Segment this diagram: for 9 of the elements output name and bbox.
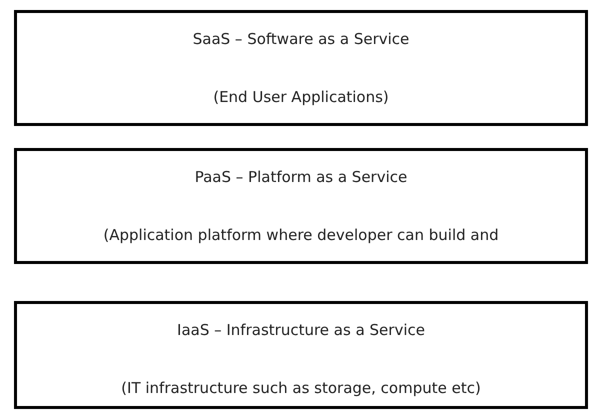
layer-description: (Application platform where developer can build and [102, 226, 500, 244]
layer-box [14, 148, 588, 264]
layer-description: (IT infrastructure such as storage, compute etc) [120, 379, 482, 397]
layer-title: IaaS – Infrastructure as a Service [176, 321, 426, 339]
layer-description: (End User Applications) [212, 88, 390, 106]
layer-title: PaaS – Platform as a Service [194, 168, 408, 186]
layer-box [14, 10, 588, 126]
layer-box [14, 301, 588, 409]
layer-title: SaaS – Software as a Service [192, 30, 410, 48]
